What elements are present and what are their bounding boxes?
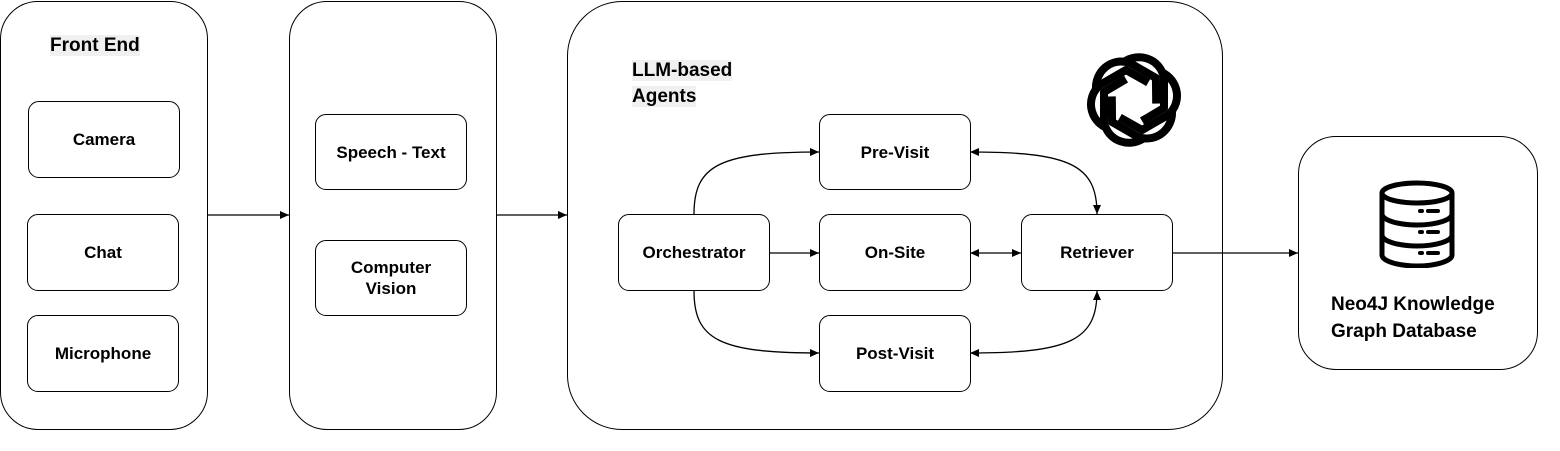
speech-text-box: Speech - Text — [315, 114, 467, 190]
orchestrator-box: Orchestrator — [618, 214, 770, 291]
database-icon — [1379, 180, 1455, 268]
front-end-title: Front End — [50, 35, 140, 56]
arrow-orchestrator-to-postvisit — [693, 290, 820, 357]
arrow-postvisit-retriever — [970, 290, 1101, 357]
post-visit-box: Post-Visit — [819, 315, 971, 392]
microphone-box: Microphone — [27, 315, 179, 392]
arrow-previsit-retriever — [970, 148, 1101, 215]
chat-box: Chat — [27, 214, 179, 291]
database-label: Neo4J Knowledge Graph Database — [1331, 294, 1495, 342]
processing-container — [289, 1, 497, 430]
arrow-orchestrator-to-previsit — [693, 148, 820, 215]
retriever-box: Retriever — [1021, 214, 1173, 291]
pre-visit-box: Pre-Visit — [819, 114, 971, 190]
camera-box: Camera — [28, 101, 180, 178]
agents-title: LLM-based Agents — [632, 60, 733, 107]
computer-vision-box: Computer Vision — [315, 240, 467, 316]
openai-logo-icon — [1084, 50, 1184, 150]
